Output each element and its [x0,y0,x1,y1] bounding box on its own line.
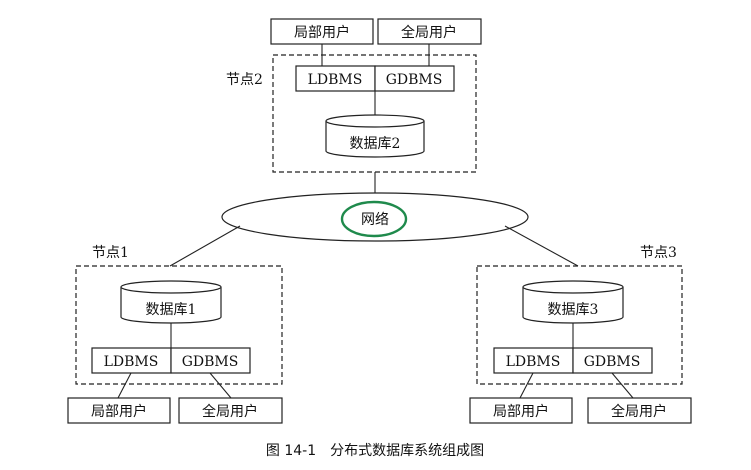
node2-ldbms-label: LDBMS [308,72,363,88]
node1-local-user-box [67,397,171,424]
node2-local-user-box [270,18,374,45]
figure-caption: 图 14-1 分布式数据库系统组成图 [266,443,484,459]
node3-boundary [476,265,683,385]
node3-ldbms-box [493,347,574,374]
network-highlight-circle [340,200,408,238]
network-node1-connector [169,225,241,267]
node3-database-cylinder [522,280,624,324]
node3-ldbms-label: LDBMS [506,354,561,370]
network-label: 网络 [361,212,389,228]
node1-global-user-box [178,397,283,424]
node1-local-user-connector [117,372,132,399]
node2-gdbms-label: GDBMS [386,72,443,88]
node1-label: 节点1 [92,245,129,261]
node2-database-cylinder [325,114,425,158]
node3-local-user-box [469,397,573,424]
node1-ldbms-box [91,347,172,374]
node1-global-user-label: 全局用户 [202,403,258,420]
node1-ldbms-label: LDBMS [104,354,159,370]
node1-gdbms-box [170,347,251,374]
node1-local-user-label: 局部用户 [91,403,147,420]
node2-database-label: 数据库2 [350,136,401,152]
node3-global-user-label: 全局用户 [611,403,667,420]
node1-boundary [75,265,283,385]
node3-label: 节点3 [640,245,677,261]
node2-label: 节点2 [226,72,263,88]
node3-global-user-box [587,397,692,424]
node2-global-user-box [377,18,482,45]
node3-local-user-connector [519,372,534,399]
node2-gdbms-box [374,65,455,92]
node3-database-label: 数据库3 [548,302,599,318]
node3-gdbms-label: GDBMS [584,354,641,370]
node1-database-cylinder [120,280,222,324]
node2-ldbms-box [295,65,376,92]
node2-local-user-label: 局部用户 [294,24,350,41]
node1-global-user-connector [209,372,232,399]
network-ellipse [221,192,529,242]
network-node3-connector [504,225,579,267]
node2-global-user-label: 全局用户 [401,24,457,41]
node1-database-label: 数据库1 [146,302,197,318]
node3-local-user-label: 局部用户 [493,403,549,420]
node1-gdbms-label: GDBMS [182,354,239,370]
node3-global-user-connector [611,372,634,399]
